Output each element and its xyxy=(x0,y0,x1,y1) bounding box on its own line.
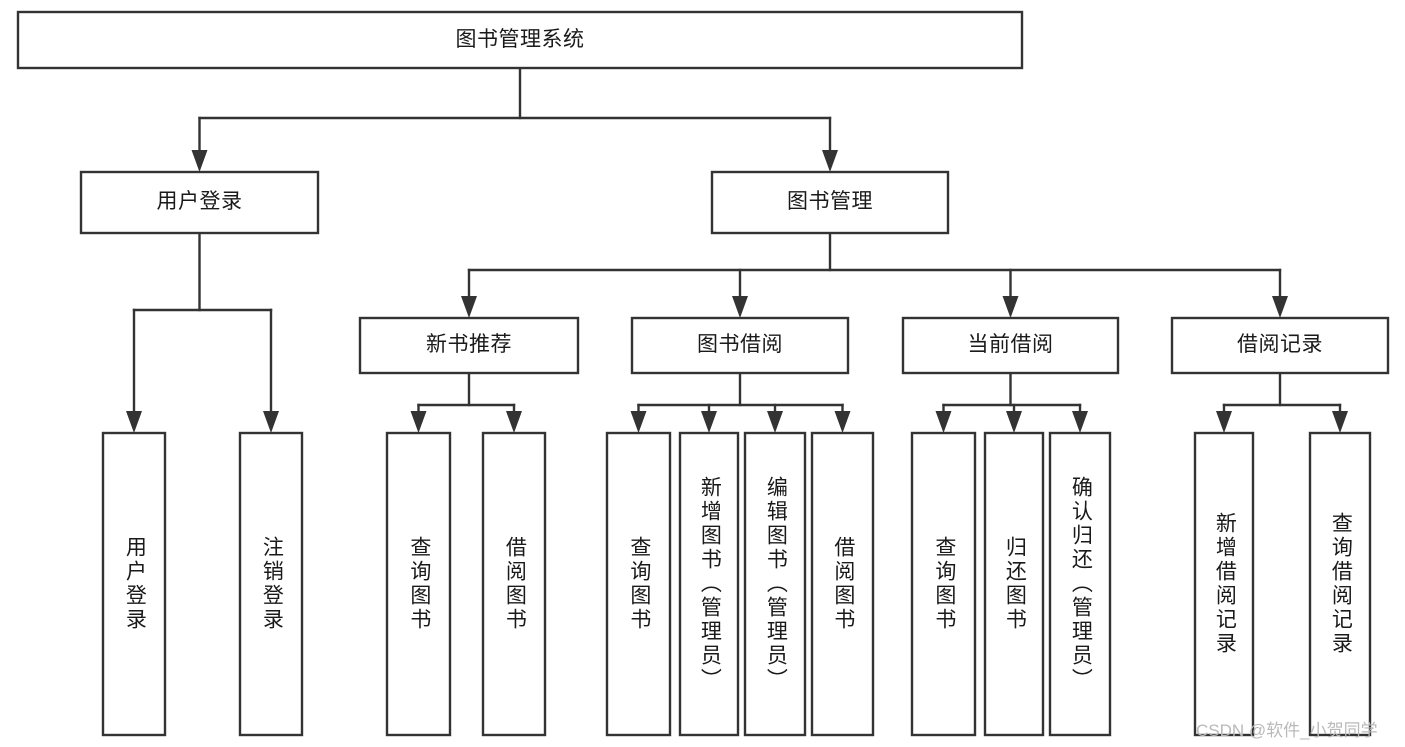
arrow-head-current-borrow xyxy=(1002,296,1019,318)
node-box-book-manage[interactable] xyxy=(710,170,950,235)
arrow-head-leaf-query-book-1 xyxy=(410,411,427,433)
node-box-user-login[interactable] xyxy=(79,170,320,235)
node-box-leaf-borrow-book-1[interactable] xyxy=(481,431,547,737)
node-box-leaf-confirm-return[interactable] xyxy=(1048,431,1112,737)
arrow-head-leaf-borrow-book-2 xyxy=(834,411,851,433)
arrow-head-leaf-query-borrow-record xyxy=(1332,411,1348,433)
node-box-leaf-query-book-3[interactable] xyxy=(910,431,977,737)
node-box-root[interactable] xyxy=(16,10,1024,70)
node-box-new-book-rec[interactable] xyxy=(358,316,580,375)
connector-layer xyxy=(126,66,1348,433)
arrow-head-borrow-record xyxy=(1272,296,1288,318)
arrow-head-leaf-edit-book xyxy=(767,411,783,433)
node-box-leaf-query-borrow-record[interactable] xyxy=(1308,431,1372,737)
node-box-leaf-add-borrow-record[interactable] xyxy=(1193,431,1255,737)
arrow-head-leaf-user-logout xyxy=(263,411,279,433)
node-box-leaf-edit-book[interactable] xyxy=(743,431,807,737)
node-box-leaf-query-book-2[interactable] xyxy=(605,431,672,737)
node-box-borrow-record[interactable] xyxy=(1170,316,1390,375)
node-box-leaf-user-login[interactable] xyxy=(101,431,167,737)
arrow-head-new-book-rec xyxy=(461,296,477,318)
arrow-head-book-borrow xyxy=(732,296,748,318)
arrow-head-leaf-add-book xyxy=(701,411,717,433)
arrow-head-user-login xyxy=(191,150,208,172)
arrow-head-leaf-borrow-book-1 xyxy=(506,411,522,433)
node-box-current-borrow[interactable] xyxy=(901,316,1120,375)
arrow-head-book-manage xyxy=(822,150,838,172)
node-box-leaf-add-book[interactable] xyxy=(678,431,740,737)
arrow-head-leaf-return-book xyxy=(1006,411,1022,433)
node-box-leaf-return-book[interactable] xyxy=(983,431,1045,737)
node-box-book-borrow[interactable] xyxy=(630,316,850,375)
arrow-head-leaf-confirm-return xyxy=(1072,411,1088,433)
node-box-leaf-user-logout[interactable] xyxy=(238,431,304,737)
node-box-leaf-borrow-book-2[interactable] xyxy=(810,431,875,737)
arrow-head-leaf-add-borrow-record xyxy=(1216,411,1232,433)
arrow-head-leaf-query-book-3 xyxy=(935,411,952,433)
node-box-layer xyxy=(16,10,1390,737)
arrow-head-leaf-user-login xyxy=(126,411,142,433)
arrow-head-leaf-query-book-2 xyxy=(630,411,647,433)
node-box-leaf-query-book-1[interactable] xyxy=(385,431,452,737)
